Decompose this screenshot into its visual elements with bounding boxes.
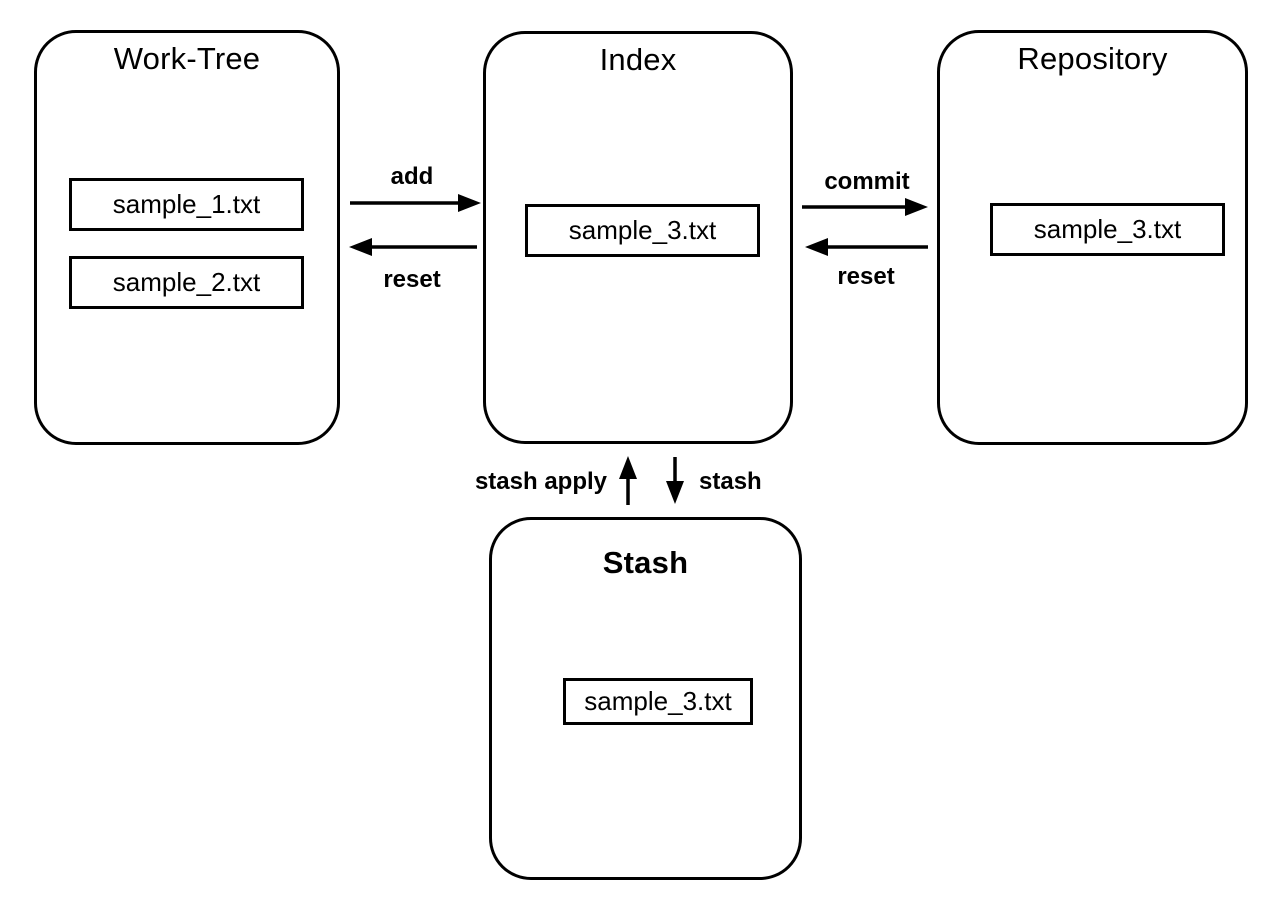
node-work-tree: Work-Tree sample_1.txt sample_2.txt	[34, 30, 340, 445]
file-box-sample-3-stash: sample_3.txt	[563, 678, 753, 725]
edge-label-add: add	[390, 163, 434, 190]
file-label: sample_3.txt	[1033, 214, 1182, 244]
node-stash: Stash sample_3.txt	[489, 517, 802, 880]
edge-label-reset-left: reset	[383, 266, 441, 293]
file-label: sample_1.txt	[112, 189, 261, 219]
file-box-sample-1: sample_1.txt	[69, 178, 304, 231]
edge-label-stash-apply: stash apply	[474, 468, 607, 495]
node-title-work-tree: Work-Tree	[113, 41, 261, 76]
node-title-repository: Repository	[1017, 41, 1168, 76]
file-label: sample_2.txt	[112, 267, 261, 297]
file-box-sample-2: sample_2.txt	[69, 256, 304, 309]
arrow-stash	[666, 457, 684, 504]
edge-label-stash: stash	[699, 468, 762, 495]
node-title-stash: Stash	[602, 545, 689, 580]
file-label: sample_3.txt	[584, 686, 732, 716]
node-index: Index sample_3.txt	[483, 31, 793, 444]
arrow-reset-to-index	[805, 238, 928, 256]
file-label: sample_3.txt	[568, 215, 717, 245]
node-repository: Repository sample_3.txt	[937, 30, 1248, 445]
arrow-commit	[802, 198, 928, 216]
edge-label-commit: commit	[824, 168, 910, 195]
edge-label-reset-right: reset	[837, 263, 895, 290]
arrow-reset-to-worktree	[349, 238, 477, 256]
file-box-sample-3-index: sample_3.txt	[525, 204, 760, 257]
arrow-stash-apply	[619, 456, 637, 505]
node-title-index: Index	[599, 42, 677, 77]
arrow-add	[350, 194, 481, 212]
file-box-sample-3-repository: sample_3.txt	[990, 203, 1225, 256]
